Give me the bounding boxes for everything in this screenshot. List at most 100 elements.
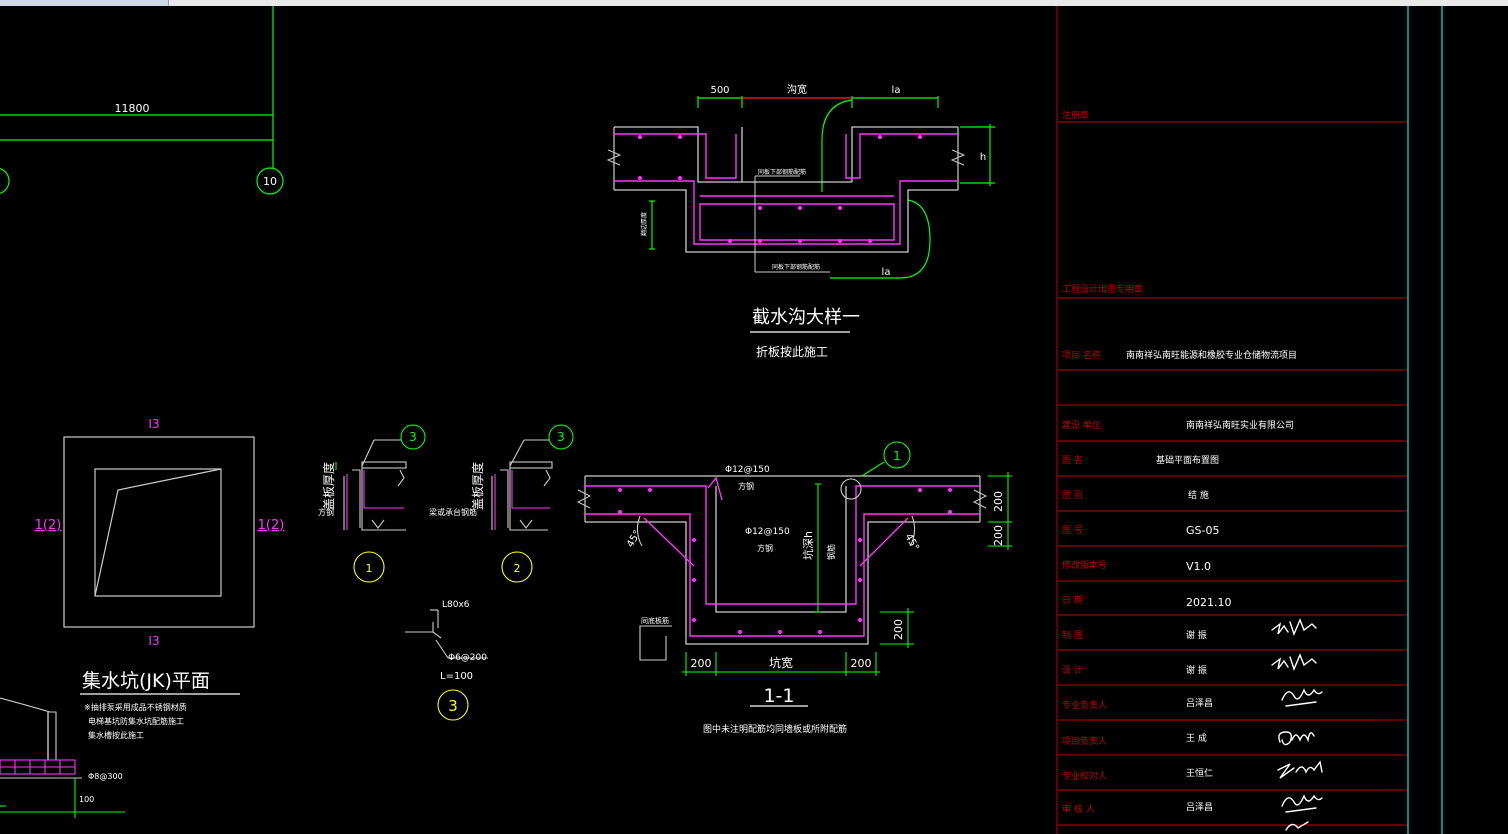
tb-project-value: 南南祥弘南旺能源和橡胶专业仓储物流项目 [1126, 349, 1297, 361]
detail-3-angle-label: L80x6 [442, 600, 470, 610]
tb-pm-label: 项目负责人 [1062, 735, 1107, 747]
detail-3-number: 3 [448, 697, 458, 715]
trench-dim-bottom-la: la [882, 267, 891, 278]
trench-dim-right: la [892, 85, 901, 96]
tb-number-value: GS-05 [1186, 524, 1219, 537]
tb-date-value: 2021.10 [1186, 596, 1232, 609]
tb-design-label: 设 计 [1062, 664, 1083, 676]
bottom-left-rebar: Φ8@300 [88, 772, 123, 781]
signature-drawer [1271, 618, 1317, 636]
title-block-text: 注册章 工程设计出图专用章 项目 名称 南南祥弘南旺能源和橡胶专业仓储物流项目 … [1062, 109, 1297, 815]
section-angle-right: 45° [902, 532, 920, 553]
bottom-left-dim: 100 [79, 795, 94, 804]
signatures [1271, 618, 1323, 831]
signature-designer [1271, 653, 1317, 671]
trench-dim-mid: 沟宽 [787, 83, 807, 96]
detail-1-label-vertical: 盖板厚度 [321, 462, 336, 510]
signature-checker [1277, 760, 1323, 779]
tb-client-label: 建设 单位 [1062, 419, 1101, 431]
grid-bubble [256, 167, 284, 195]
section-rebar-mid-sub: 方钢 [757, 543, 773, 553]
detail-2-bubble: 3 [557, 430, 565, 444]
tb-draw-value: 谢 振 [1186, 629, 1207, 641]
trench-subtitle: 折板按此施工 [756, 344, 828, 359]
detail-3 [405, 609, 488, 721]
tb-project-label: 项目 名称 [1062, 349, 1101, 361]
signature-reviewer [1281, 794, 1323, 813]
section-rebar-top: Φ12@150 [725, 465, 770, 475]
grid-bubble-label: 10 [263, 175, 277, 188]
tb-design-value: 谢 振 [1186, 664, 1207, 676]
pit-label-left: 1(2) [35, 518, 62, 533]
detail-1-number: 1 [366, 562, 373, 575]
tb-version-value: V1.0 [1186, 560, 1211, 573]
trench-note-side: 翻边厚度 [640, 212, 648, 236]
tb-review-label: 审 核 人 [1062, 803, 1095, 815]
plan-dimension-text: 11800 [115, 102, 150, 115]
section-dim-right-mid: 200 [992, 525, 1005, 546]
tb-drawing-label: 图 名 [1062, 454, 1083, 466]
tb-seal-label: 工程设计出图专用章 [1062, 283, 1143, 295]
tb-pm-value: 王 成 [1186, 732, 1207, 744]
trench-concrete-outline [614, 126, 958, 253]
pit-label-right: 1(2) [258, 518, 285, 533]
section-rebar-mid: Φ12@150 [745, 527, 790, 537]
grid-bubble-left [0, 168, 10, 194]
detail-2-label-vertical: 盖板厚度 [470, 462, 485, 510]
cad-drawing-canvas[interactable]: 11800 10 [0, 6, 1508, 834]
section-side-label: 钢筋 [826, 544, 836, 560]
section-depth-label: 坑深h [801, 531, 815, 560]
tb-version-label: 修改版本号 [1062, 559, 1107, 571]
detail-2 [491, 424, 574, 583]
tb-lead-label: 专业负责人 [1062, 699, 1107, 711]
detail-3-bar-label: Φ6@200 [448, 653, 487, 663]
section-title: 1-1 [763, 685, 794, 707]
tb-draw-label: 制 图 [1062, 629, 1083, 641]
pit-plan-title: 集水坑(JK)平面 [82, 670, 210, 692]
signature-pm [1278, 731, 1315, 746]
tb-review-value: 吕泽昌 [1186, 802, 1213, 813]
bottom-left-fragment [0, 697, 125, 818]
section-bubble: 1 [893, 449, 901, 463]
trench-title: 截水沟大样一 [752, 307, 860, 328]
section-dim-bottom-right-v: 200 [892, 619, 905, 640]
active-document-tab[interactable] [0, 0, 169, 6]
trench-dim-left: 500 [710, 85, 729, 96]
detail-1 [335, 424, 426, 583]
tb-category-value: 结 施 [1188, 489, 1209, 501]
pit-note-2: 电梯基坑防集水坑配筋施工 [88, 716, 184, 726]
section-bottom-rebar-label: 同底板筋 [641, 616, 669, 625]
tb-notes-label: 注册章 [1062, 109, 1089, 121]
pit-note-3: 集水槽按此施工 [88, 730, 144, 740]
tb-client-value: 南南祥弘南旺实业有限公司 [1186, 419, 1294, 431]
detail-3-length-label: L=100 [440, 671, 473, 682]
trench-note-upper: 同板下部钢筋配筋 [758, 168, 806, 176]
trench-rebar [614, 133, 958, 245]
detail-1-bubble: 3 [409, 430, 417, 444]
tb-lead-value: 吕泽昌 [1186, 698, 1213, 709]
section-dim-left: 200 [691, 657, 712, 670]
section-dim-right-top: 200 [992, 491, 1005, 512]
tb-number-label: 图 号 [1062, 525, 1083, 536]
trench-note-lower: 同板下部钢筋配筋 [772, 263, 820, 271]
detail-2-number: 2 [514, 562, 521, 575]
pit-note-1: ※抽排泵采用成品不锈钢材质 [84, 702, 187, 712]
section-angle-left: 45° [625, 529, 643, 550]
cad-drawing: 11800 10 [0, 6, 1443, 834]
tb-check-value: 王恒仁 [1186, 767, 1213, 779]
trench-dim-h: h [980, 152, 986, 163]
signature-lead [1281, 688, 1323, 707]
detail-1-label-horizontal: 方钢 [318, 507, 334, 517]
plan-fragment [0, 6, 284, 195]
trench-detail [606, 96, 995, 279]
tb-check-label: 专业校对人 [1062, 770, 1107, 782]
signature-bottom [1285, 821, 1309, 831]
section-caption: 图中未注明配筋均同墙板或所附配筋 [703, 723, 847, 735]
section-dim-width: 坑宽 [769, 655, 793, 670]
window-top-bar [0, 0, 1508, 6]
detail-2-label-horizontal: 梁或承台钢筋 [429, 507, 477, 517]
pit-label-bottom: I3 [148, 634, 159, 648]
tb-category-label: 图 别 [1062, 490, 1083, 501]
section-1-1 [576, 441, 1012, 707]
pit-plan [63, 436, 255, 628]
